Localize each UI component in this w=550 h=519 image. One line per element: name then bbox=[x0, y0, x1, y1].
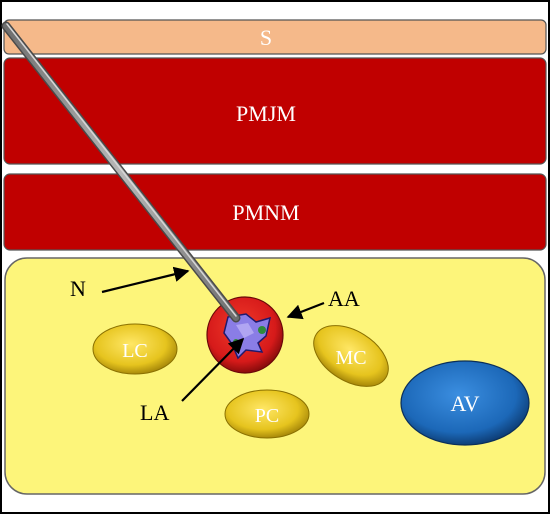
medial-cord-label: MC bbox=[335, 347, 366, 369]
posterior-cord: PC bbox=[224, 389, 310, 439]
skin-layer: S bbox=[3, 19, 547, 55]
needle-callout-label: N bbox=[70, 276, 86, 301]
posterior-cord-label: PC bbox=[255, 405, 279, 427]
needle-callout-arrow bbox=[101, 266, 190, 294]
pectoralis-major-layer: PMJM bbox=[3, 57, 547, 165]
axillary-fat-compartment bbox=[4, 257, 546, 495]
lateral-cord: LC bbox=[92, 323, 178, 375]
axillary-vein-label: AV bbox=[451, 391, 480, 416]
anesthetic-callout-arrow bbox=[181, 337, 245, 402]
anesthetic-callout-label: LA bbox=[140, 400, 169, 425]
needle bbox=[1, 21, 241, 323]
pectoralis-minor-layer: PMNM bbox=[3, 173, 547, 251]
pectoralis-minor-label: PMNM bbox=[232, 200, 299, 225]
skin-label: S bbox=[260, 25, 272, 50]
lateral-cord-label: LC bbox=[122, 340, 148, 362]
axillary-vein: AV bbox=[400, 360, 530, 446]
axillary-artery bbox=[206, 296, 284, 374]
pectoralis-major-label: PMJM bbox=[236, 101, 296, 126]
nerve-dot bbox=[258, 326, 266, 334]
artery-callout-arrow bbox=[286, 301, 325, 320]
artery-callout-label: AA bbox=[328, 286, 360, 311]
medial-cord: MC bbox=[313, 325, 389, 387]
